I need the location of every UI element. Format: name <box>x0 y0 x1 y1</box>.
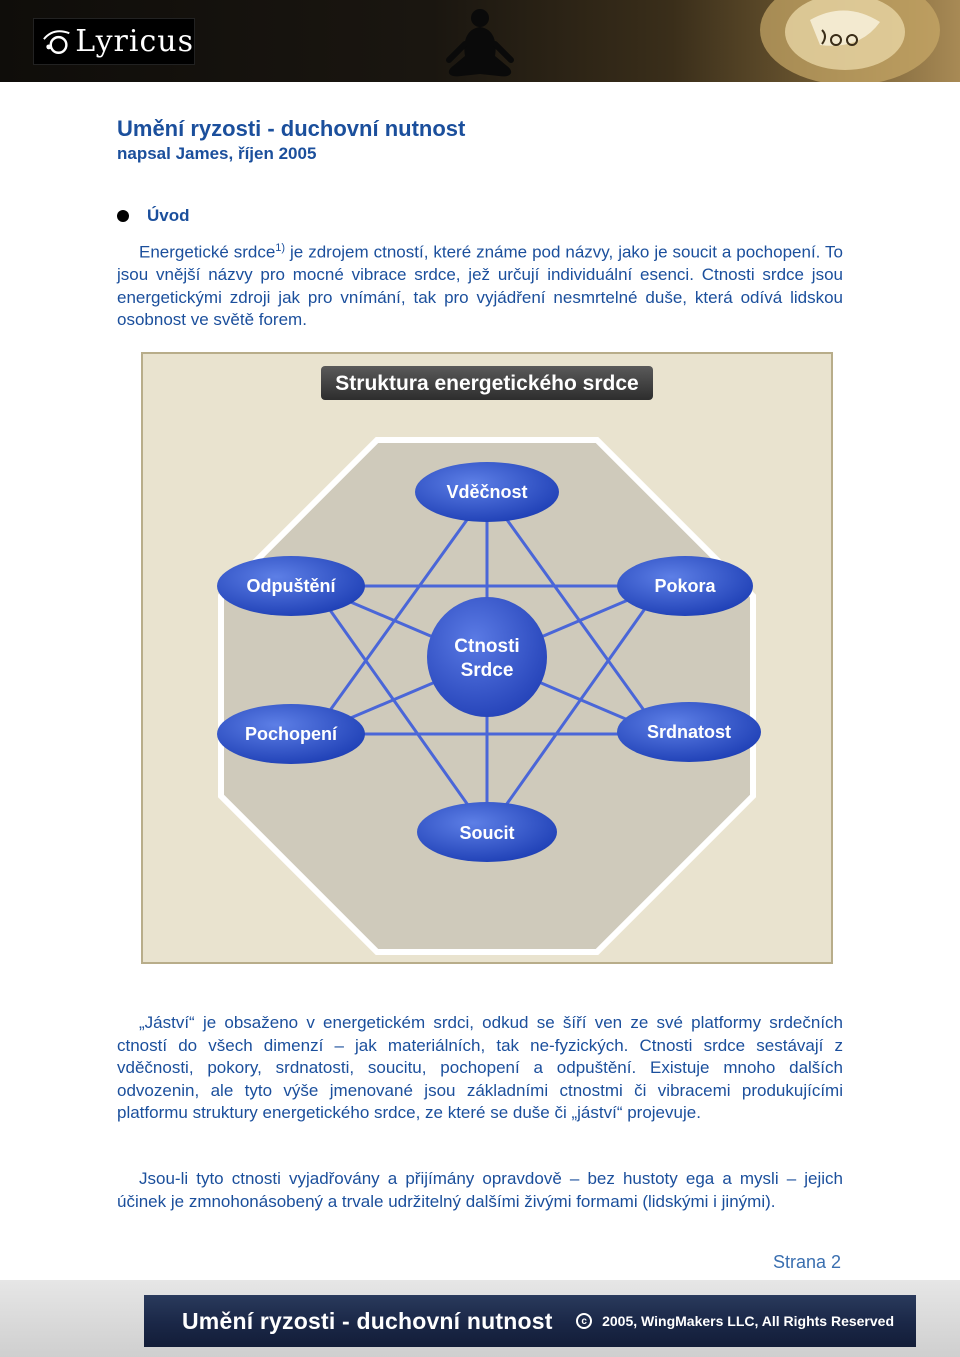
diagram-title: Struktura energetického srdce <box>335 372 638 395</box>
node-srdnatost <box>617 702 761 762</box>
paragraph-intro-rest: je zdrojem ctností, které známe pod názv… <box>117 242 843 330</box>
logo-text: Lyricus <box>75 24 194 59</box>
page-title: Umění ryzosti - duchovní nutnost <box>117 116 466 141</box>
lyricus-logo: Lyricus <box>33 18 195 65</box>
copyright-icon: c <box>576 1313 593 1329</box>
page-subtitle: napsal James, říjen 2005 <box>117 144 317 163</box>
node-odpusteni <box>217 556 365 616</box>
paragraph-jastvi-text: „Jáství“ je obsaženo v energetickém srdc… <box>117 1013 843 1122</box>
node-vdecnost-label: Vděčnost <box>446 482 527 502</box>
footer-copyright: c 2005, WingMakers LLC, All Rights Reser… <box>576 1313 894 1329</box>
node-vdecnost <box>415 462 559 522</box>
page-number: Strana 2 <box>773 1252 842 1272</box>
footer: Umění ryzosti - duchovní nutnost c 2005,… <box>0 1280 960 1357</box>
node-soucit <box>417 802 557 862</box>
node-pochopeni <box>217 704 365 764</box>
meditating-figure-icon <box>446 9 514 77</box>
section-heading: Úvod <box>117 206 190 226</box>
footer-bar: Umění ryzosti - duchovní nutnost c 2005,… <box>144 1295 916 1347</box>
center-node <box>427 597 547 717</box>
paragraph-ctnosti-text: Jsou-li tyto ctnosti vyjadřovány a přijí… <box>117 1169 843 1211</box>
bullet-icon <box>117 210 129 222</box>
paragraph-intro-start: Energetické srdce <box>139 242 276 262</box>
decorative-art-icon <box>760 0 940 82</box>
node-pokora <box>617 556 753 616</box>
paragraph-jastvi: „Jáství“ je obsaženo v energetickém srdc… <box>117 1012 843 1125</box>
footer-copyright-text: 2005, WingMakers LLC, All Rights Reserve… <box>602 1313 894 1329</box>
section-title: Úvod <box>147 206 190 225</box>
node-pochopeni-label: Pochopení <box>245 724 338 744</box>
center-label-1: Ctnosti <box>454 636 519 657</box>
diagram-title-bar <box>321 366 653 400</box>
node-srdnatost-label: Srdnatost <box>647 722 731 742</box>
paragraph-ctnosti: Jsou-li tyto ctnosti vyjadřovány a přijí… <box>117 1168 843 1213</box>
paragraph-intro: Energetické srdce1) je zdrojem ctností, … <box>117 237 843 332</box>
footer-title: Umění ryzosti - duchovní nutnost <box>182 1307 553 1334</box>
node-soucit-label: Soucit <box>459 823 514 843</box>
footnote-ref: 1) <box>275 242 286 254</box>
header-banner: Lyricus <box>0 0 960 82</box>
node-odpusteni-label: Odpuštění <box>247 576 337 596</box>
logo-swirl-icon <box>43 29 70 54</box>
center-label-2: Srdce <box>461 660 514 681</box>
node-pokora-label: Pokora <box>654 576 716 596</box>
heart-structure-diagram: Struktura energetického srdce Ctnosti Sr… <box>141 352 833 964</box>
